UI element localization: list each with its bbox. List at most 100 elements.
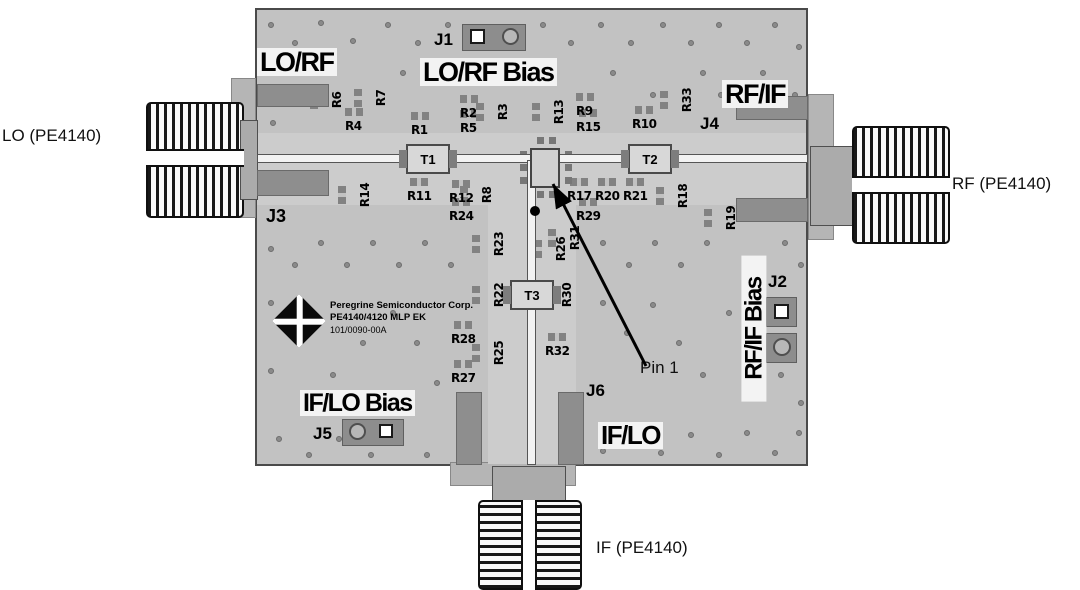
logo-line2: PE4140/4120 MLP EK xyxy=(330,312,426,323)
via-hole xyxy=(292,40,298,46)
via-hole xyxy=(716,22,722,28)
transformer-t2: T2 xyxy=(621,144,679,174)
resistor-pads xyxy=(660,91,668,109)
refdes-r33: R33 xyxy=(680,87,694,113)
refdes-r24: R24 xyxy=(449,209,474,223)
jumper-j2-round-pad xyxy=(773,338,791,356)
via-hole xyxy=(344,262,350,268)
resistor-pads xyxy=(635,106,653,114)
via-hole xyxy=(626,262,632,268)
refdes-r13: R13 xyxy=(552,99,566,125)
pin1-annotation: Pin 1 xyxy=(640,358,679,377)
jumper-label-j6: J6 xyxy=(586,381,605,400)
refdes-r7: R7 xyxy=(374,89,388,107)
resistor-pads xyxy=(579,109,597,117)
resistor-pads xyxy=(548,333,566,341)
via-hole xyxy=(268,300,274,306)
dut-pad xyxy=(549,191,556,198)
via-hole xyxy=(318,240,324,246)
dut-pad xyxy=(537,191,544,198)
via-hole xyxy=(796,44,802,50)
dut-pad xyxy=(565,164,572,171)
refdes-r3: R3 xyxy=(496,103,510,121)
if-footprint-pad-left xyxy=(456,392,482,465)
via-hole xyxy=(270,120,276,126)
refdes-r2: R2 xyxy=(460,106,477,120)
via-hole xyxy=(385,22,391,28)
refdes-r23: R23 xyxy=(492,231,506,257)
resistor-pads xyxy=(598,178,616,186)
via-hole xyxy=(652,240,658,246)
via-hole xyxy=(390,310,396,316)
refdes-r9: R9 xyxy=(576,104,593,118)
via-hole xyxy=(318,20,324,26)
refdes-r14: R14 xyxy=(358,182,372,208)
via-hole xyxy=(744,430,750,436)
refdes-r22: R22 xyxy=(492,282,506,308)
jumper-label-j3: J3 xyxy=(266,206,287,226)
via-hole xyxy=(760,70,766,76)
resistor-pads xyxy=(338,186,346,204)
via-hole xyxy=(700,70,706,76)
bias-label-if-lo: IF/LO Bias xyxy=(300,390,415,416)
jumper-label-j5: J5 xyxy=(313,424,332,443)
rf-sma-collar xyxy=(810,146,854,226)
dut-pad xyxy=(520,164,527,171)
refdes-r15: R15 xyxy=(576,120,601,134)
refdes-r5: R5 xyxy=(460,121,477,135)
bias-label-rf-if: RF/IF Bias xyxy=(740,255,767,402)
resistor-pads xyxy=(460,186,468,204)
via-hole xyxy=(660,22,666,28)
refdes-r11: R11 xyxy=(407,189,432,203)
via-hole xyxy=(782,240,788,246)
via-hole xyxy=(336,436,342,442)
via-hole xyxy=(568,40,574,46)
jumper-j1-square-pad xyxy=(470,29,485,44)
refdes-r6: R6 xyxy=(330,91,344,109)
via-hole xyxy=(688,432,694,438)
resistor-pads xyxy=(472,344,480,362)
jumper-j2-square-pad xyxy=(774,304,789,319)
rf-sma-center-pin xyxy=(852,176,950,194)
refdes-r29: R29 xyxy=(576,209,601,223)
via-hole xyxy=(678,262,684,268)
refdes-r28: R28 xyxy=(451,332,476,346)
resistor-pads xyxy=(532,103,540,121)
pin1-marker-dot xyxy=(530,206,540,216)
pin1-arrow xyxy=(551,183,648,367)
via-hole xyxy=(330,372,336,378)
resistor-pads xyxy=(459,95,478,103)
if-sma-center-pin xyxy=(521,500,537,590)
jumper-label-j4: J4 xyxy=(700,114,719,133)
via-hole xyxy=(704,240,710,246)
jumper-label-j1: J1 xyxy=(434,30,453,49)
lo-sma-center-pin xyxy=(146,149,244,167)
via-hole xyxy=(688,40,694,46)
transformer-t3: T3 xyxy=(503,280,561,310)
refdes-r25: R25 xyxy=(492,340,506,366)
jumper-j1-round-pad xyxy=(502,28,519,45)
rf-connector-label: RF (PE4140) xyxy=(952,174,1052,193)
via-hole xyxy=(368,452,374,458)
lo-connector-label: LO (PE4140) xyxy=(2,126,102,145)
via-hole xyxy=(650,92,656,98)
via-hole xyxy=(350,38,356,44)
refdes-r32: R32 xyxy=(545,344,570,358)
resistor-pads xyxy=(344,108,363,116)
logo-text: Peregrine Semiconductor Corp. PE4140/412… xyxy=(330,300,473,336)
via-hole xyxy=(772,22,778,28)
port-label-if-lo: IF/LO xyxy=(598,421,663,450)
via-hole xyxy=(716,452,722,458)
via-hole xyxy=(306,452,312,458)
via-hole xyxy=(650,302,656,308)
transformer-t1: T1 xyxy=(399,144,457,174)
resistor-pads xyxy=(410,112,429,120)
refdes-r21: R21 xyxy=(623,189,648,203)
via-hole xyxy=(676,340,682,346)
via-hole xyxy=(268,368,274,374)
resistor-pads xyxy=(534,240,542,258)
resistor-pads xyxy=(579,198,597,206)
refdes-r8: R8 xyxy=(480,186,494,204)
dut-pad xyxy=(537,137,544,144)
